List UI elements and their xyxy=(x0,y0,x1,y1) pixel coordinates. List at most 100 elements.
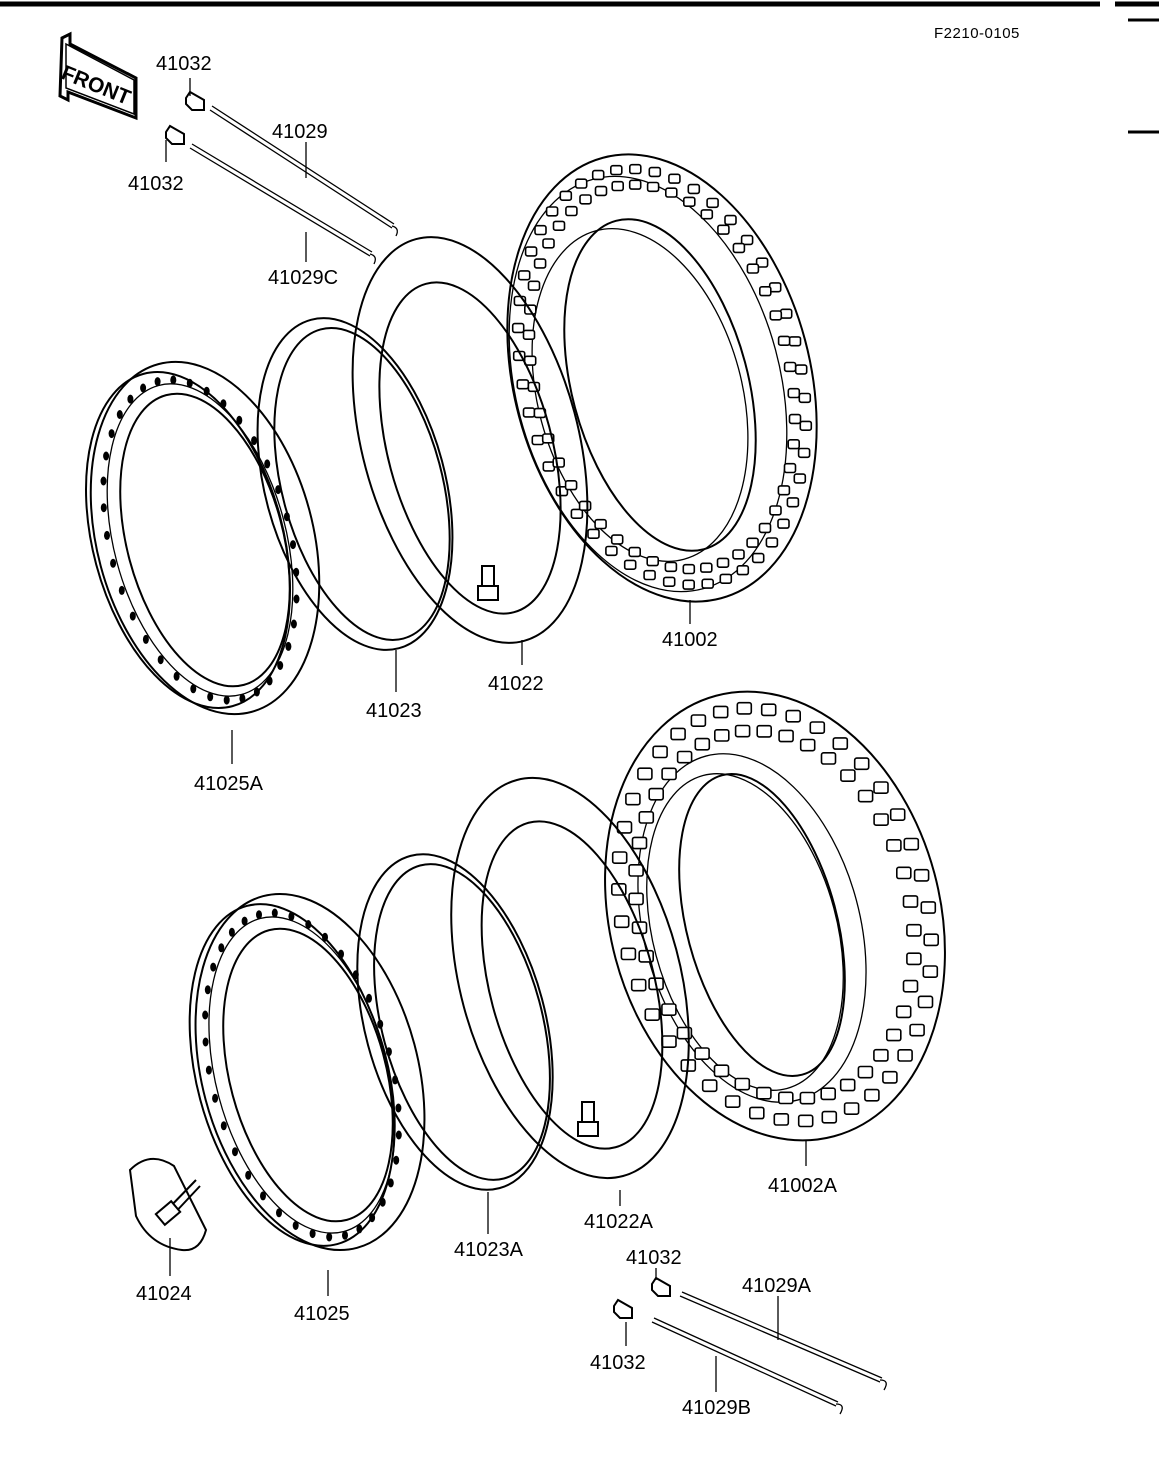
tread-knob xyxy=(820,751,837,765)
spoke-hole xyxy=(395,1103,402,1113)
spoke-hole xyxy=(103,451,110,461)
spoke-hole xyxy=(142,634,149,644)
tread-knob xyxy=(611,180,625,192)
spoke-hole xyxy=(245,1170,252,1180)
tread-knob xyxy=(542,238,555,249)
tread-knob xyxy=(628,179,642,190)
tread-knob xyxy=(628,863,644,877)
tread-knob xyxy=(699,562,713,573)
spoke-hole xyxy=(342,1230,348,1240)
tread-knob xyxy=(840,769,856,782)
spoke-hole xyxy=(170,375,177,385)
rim-band-rear xyxy=(356,853,554,1191)
tread-knob xyxy=(638,810,655,824)
tread-knob xyxy=(797,1114,814,1128)
tread-knob xyxy=(690,714,707,727)
spoke-hole xyxy=(223,695,230,705)
rim-lock xyxy=(128,1158,208,1252)
tire-rear xyxy=(604,690,946,1142)
tread-knob xyxy=(646,181,660,193)
tread-knob xyxy=(864,1088,880,1102)
tread-knob xyxy=(922,965,939,978)
tread-knob xyxy=(736,564,750,576)
spoke-hole xyxy=(385,1047,392,1057)
label-spoke-front-c: 41029C xyxy=(268,267,338,289)
spoke-front xyxy=(209,105,398,237)
tread-knob xyxy=(628,163,642,175)
tread-knob xyxy=(524,246,538,257)
spoke-hole xyxy=(377,1019,384,1029)
tread-knob xyxy=(564,479,578,491)
tread-knob xyxy=(797,447,811,459)
tread-knob xyxy=(889,808,906,821)
tread-knob xyxy=(682,196,696,207)
tread-knob xyxy=(788,413,802,425)
tread-knob xyxy=(578,500,592,511)
spoke-front-c xyxy=(189,143,376,265)
tread-knob xyxy=(902,979,919,993)
spoke-hole xyxy=(186,378,193,388)
tread-knob xyxy=(820,1087,837,1101)
spoke-hole xyxy=(264,459,271,469)
spoke-hole xyxy=(271,908,278,918)
tread-knob xyxy=(670,727,686,741)
tread-knob xyxy=(895,866,912,880)
tread-knob xyxy=(579,194,592,205)
tread-knob xyxy=(661,1003,677,1016)
spoke-hole xyxy=(356,1224,363,1234)
spoke-hole xyxy=(309,1229,316,1239)
tread-knob xyxy=(631,836,648,850)
tread-knob xyxy=(793,473,807,484)
tread-knob xyxy=(724,1095,741,1108)
tread-knob xyxy=(559,190,573,201)
tread-knob xyxy=(736,701,753,715)
tread-knob xyxy=(664,187,678,198)
spoke-hole xyxy=(118,585,125,595)
tread-knob xyxy=(765,537,779,548)
tread-knob xyxy=(756,724,773,738)
tread-knob xyxy=(706,197,719,209)
spoke-hole xyxy=(326,1232,333,1242)
spoke-head-upper-rear xyxy=(651,1276,671,1297)
tread-knob xyxy=(516,379,530,390)
spoke-hole xyxy=(232,1147,238,1157)
tread-knob xyxy=(873,781,889,794)
tread-knob xyxy=(778,729,794,743)
spoke-hole xyxy=(236,415,243,425)
spoke-hole xyxy=(338,949,344,959)
spoke-hole xyxy=(275,485,282,495)
tread-knob xyxy=(734,724,751,738)
label-rim-front: 41025A xyxy=(194,773,264,795)
spoke-hole xyxy=(220,1121,227,1131)
tread-knob xyxy=(785,709,802,723)
spoke-hole xyxy=(202,1037,209,1047)
spoke-hole xyxy=(277,661,284,670)
label-spoke-head-upper-front: 41032 xyxy=(156,53,212,75)
tread-knob xyxy=(531,434,545,446)
spoke-hole xyxy=(218,943,225,953)
spoke-hole xyxy=(292,1221,299,1230)
spoke-hole xyxy=(202,1010,209,1020)
label-rim-band-rear: 41023A xyxy=(454,1239,524,1261)
tread-knob xyxy=(769,505,782,516)
label-spoke-head-lower-rear: 41032 xyxy=(590,1352,646,1374)
spoke-hole xyxy=(116,410,123,419)
spoke-hole xyxy=(205,1065,212,1075)
tread-knob xyxy=(787,387,801,399)
tread-knob xyxy=(724,214,737,226)
label-tube-rear: 41022A xyxy=(584,1211,654,1233)
spoke-hole xyxy=(256,910,262,920)
tread-knob xyxy=(717,224,730,235)
front-arrow-icon: FRONT xyxy=(58,31,138,121)
tread-knob xyxy=(798,392,812,404)
tread-knob xyxy=(552,220,566,231)
label-spoke-rear-b: 41029B xyxy=(682,1397,751,1419)
leader-lines xyxy=(165,78,807,1392)
label-rim-band-front: 41023 xyxy=(366,700,422,722)
tread-knob xyxy=(648,787,665,801)
tread-knob xyxy=(594,185,608,197)
spoke-hole xyxy=(369,1213,376,1223)
spoke-hole xyxy=(290,619,297,629)
tread-knob xyxy=(751,552,765,564)
label-tube-front: 41022 xyxy=(488,673,544,695)
